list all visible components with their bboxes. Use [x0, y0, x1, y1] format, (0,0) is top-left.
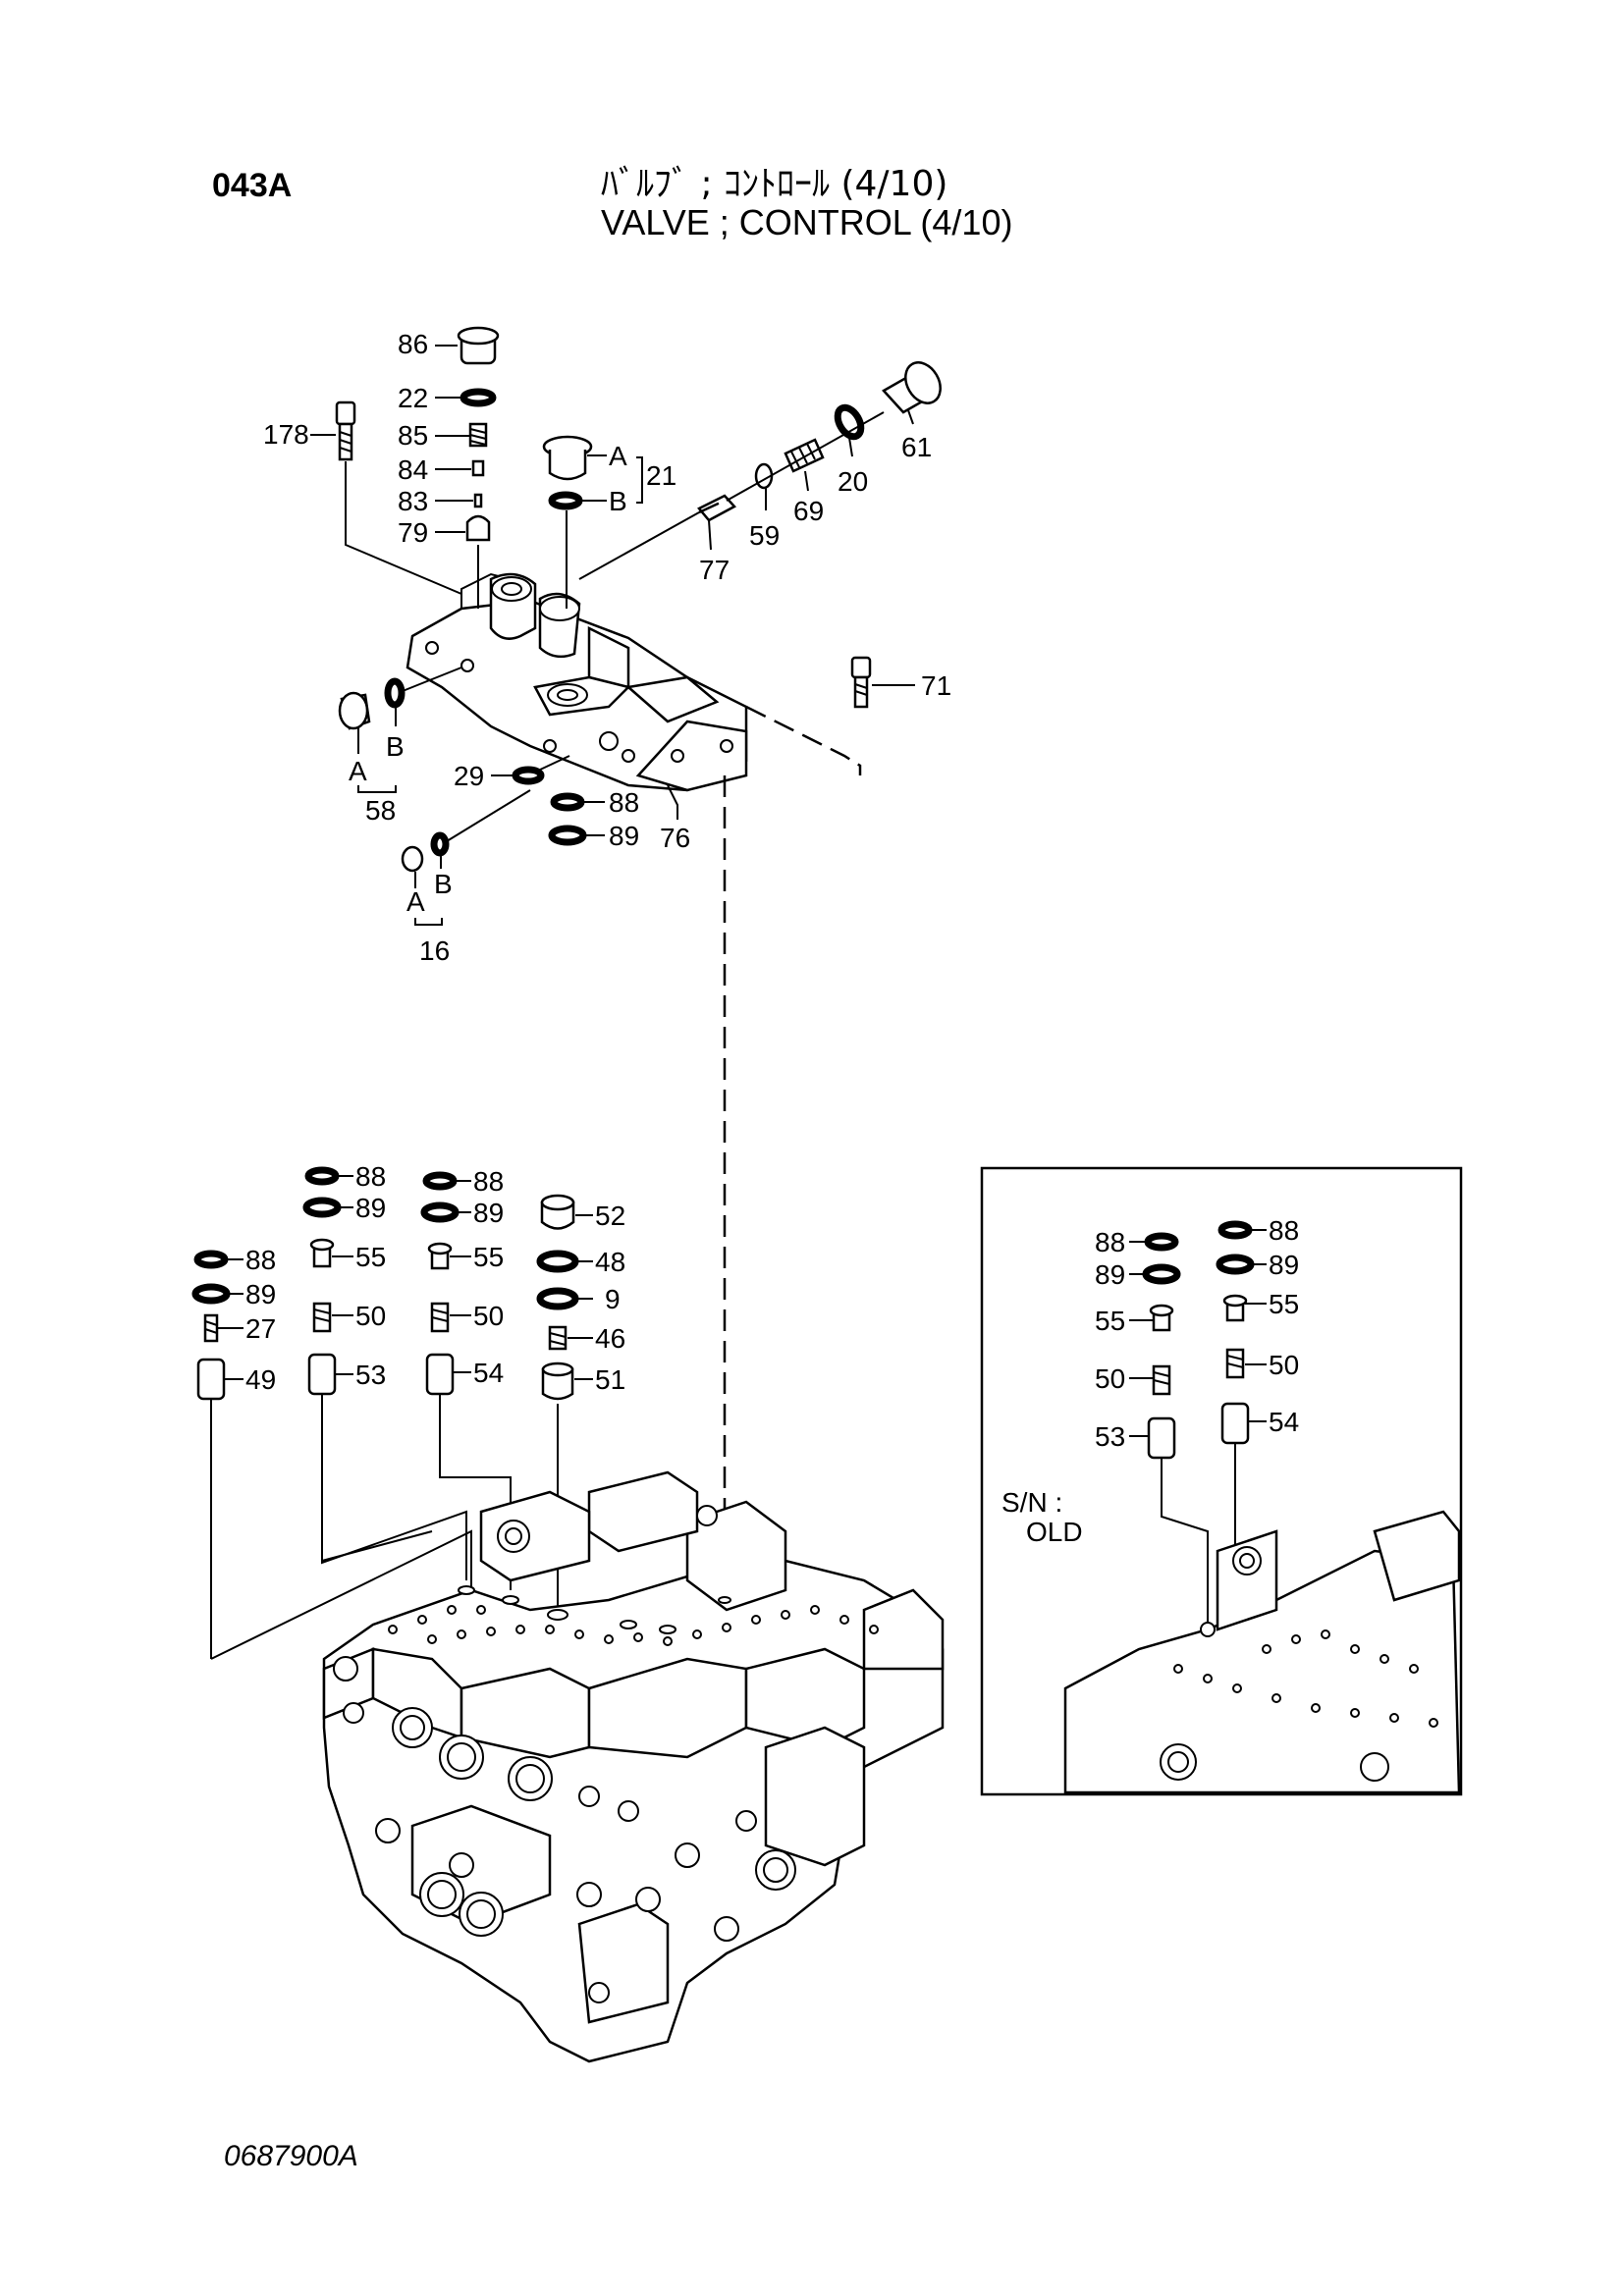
bolt-178	[335, 400, 462, 595]
o-ring-20	[834, 403, 865, 441]
callout-inset-53: 53	[1095, 1421, 1125, 1452]
callout-labels: 86 22 85 84 83 79 178 A B 21 77 59 69 20…	[218, 329, 1299, 1547]
callout-g3-55: 55	[473, 1242, 504, 1272]
o-ring-88-top	[550, 792, 585, 812]
callout-77: 77	[699, 555, 730, 585]
poppet-77	[697, 494, 737, 522]
callout-g4-48: 48	[595, 1247, 625, 1277]
callout-89-top: 89	[609, 821, 639, 851]
callout-g3-89: 89	[473, 1198, 504, 1228]
callout-inset-88b: 88	[1269, 1215, 1299, 1246]
block-top-bolt-holes	[388, 1585, 879, 1646]
callout-22: 22	[398, 383, 428, 413]
callout-g4-51: 51	[595, 1364, 625, 1395]
callout-58: 58	[365, 795, 396, 826]
callout-g3-88: 88	[473, 1166, 504, 1197]
callout-g2-50: 50	[355, 1301, 386, 1331]
callout-178: 178	[263, 419, 309, 450]
callout-g1-89: 89	[245, 1279, 276, 1309]
callout-g1-49: 49	[245, 1364, 276, 1395]
callout-29: 29	[454, 761, 484, 791]
callout-g4-9: 9	[605, 1284, 621, 1314]
part-79	[465, 514, 491, 542]
callout-g2-55: 55	[355, 1242, 386, 1272]
inset-sn-label: S/N :	[1001, 1487, 1062, 1518]
title-japanese: ﾊﾞﾙﾌﾞ ; ｺﾝﾄﾛｰﾙ (4/10)	[601, 164, 948, 204]
group-2-parts	[302, 1166, 467, 1580]
o-ring-22	[460, 388, 497, 407]
callout-inset-54: 54	[1269, 1407, 1299, 1437]
o-ring-29	[512, 766, 545, 785]
callout-16: 16	[419, 935, 450, 966]
top-stack-parts	[457, 326, 500, 609]
callout-g4-46: 46	[595, 1323, 625, 1354]
callout-16-b: B	[434, 869, 453, 899]
callout-88-top: 88	[609, 787, 639, 818]
callout-g1-88: 88	[245, 1245, 276, 1275]
callout-58-b: B	[386, 731, 405, 762]
callout-inset-89b: 89	[1269, 1250, 1299, 1280]
callout-inset-88a: 88	[1095, 1227, 1125, 1257]
callout-69: 69	[793, 496, 824, 526]
drawing-number: 0687900A	[224, 2140, 358, 2172]
callout-79: 79	[398, 517, 428, 548]
callout-inset-55b: 55	[1269, 1289, 1299, 1319]
callout-inset-89a: 89	[1095, 1259, 1125, 1290]
callout-16-a: A	[406, 886, 425, 917]
plug-16	[401, 789, 531, 873]
callout-61: 61	[901, 432, 932, 462]
title-english: VALVE ; CONTROL (4/10)	[601, 202, 1013, 242]
callout-71: 71	[921, 670, 951, 701]
callout-21-a: A	[609, 441, 627, 471]
callout-g2-53: 53	[355, 1360, 386, 1390]
inset-old-serial	[980, 1166, 1463, 1796]
callout-inset-50b: 50	[1269, 1350, 1299, 1380]
callout-g3-54: 54	[473, 1358, 504, 1388]
callout-83: 83	[398, 486, 428, 516]
part-83	[473, 493, 483, 508]
callout-20: 20	[838, 466, 868, 497]
callout-g2-88: 88	[355, 1161, 386, 1192]
relief-valve-parts	[578, 361, 942, 580]
callout-inset-50a: 50	[1095, 1363, 1125, 1394]
callout-76: 76	[660, 823, 690, 853]
callout-g3-50: 50	[473, 1301, 504, 1331]
top-valve-assembly	[406, 572, 748, 792]
callout-21: 21	[646, 460, 676, 491]
plug-58	[338, 667, 462, 730]
group-1-parts	[191, 1250, 231, 1659]
callout-58-a: A	[349, 756, 367, 786]
o-ring-89-top	[548, 825, 587, 846]
part-84	[471, 459, 485, 477]
inset-sn-value: OLD	[1026, 1517, 1083, 1547]
callout-59: 59	[749, 520, 780, 551]
callout-21-b: B	[609, 486, 627, 516]
callout-g2-89: 89	[355, 1193, 386, 1223]
diagram-code: 043A	[212, 167, 293, 204]
main-control-valve-block	[322, 1470, 945, 2063]
block-ports	[333, 1505, 796, 2003]
group-4-parts	[536, 1194, 579, 1610]
callout-85: 85	[398, 420, 428, 451]
bolt-71	[745, 656, 872, 775]
callout-inset-55a: 55	[1095, 1306, 1125, 1336]
plug-21	[542, 435, 593, 609]
callout-84: 84	[398, 454, 428, 485]
callout-g1-27: 27	[245, 1313, 276, 1344]
callout-g4-52: 52	[595, 1201, 625, 1231]
callout-86: 86	[398, 329, 428, 359]
